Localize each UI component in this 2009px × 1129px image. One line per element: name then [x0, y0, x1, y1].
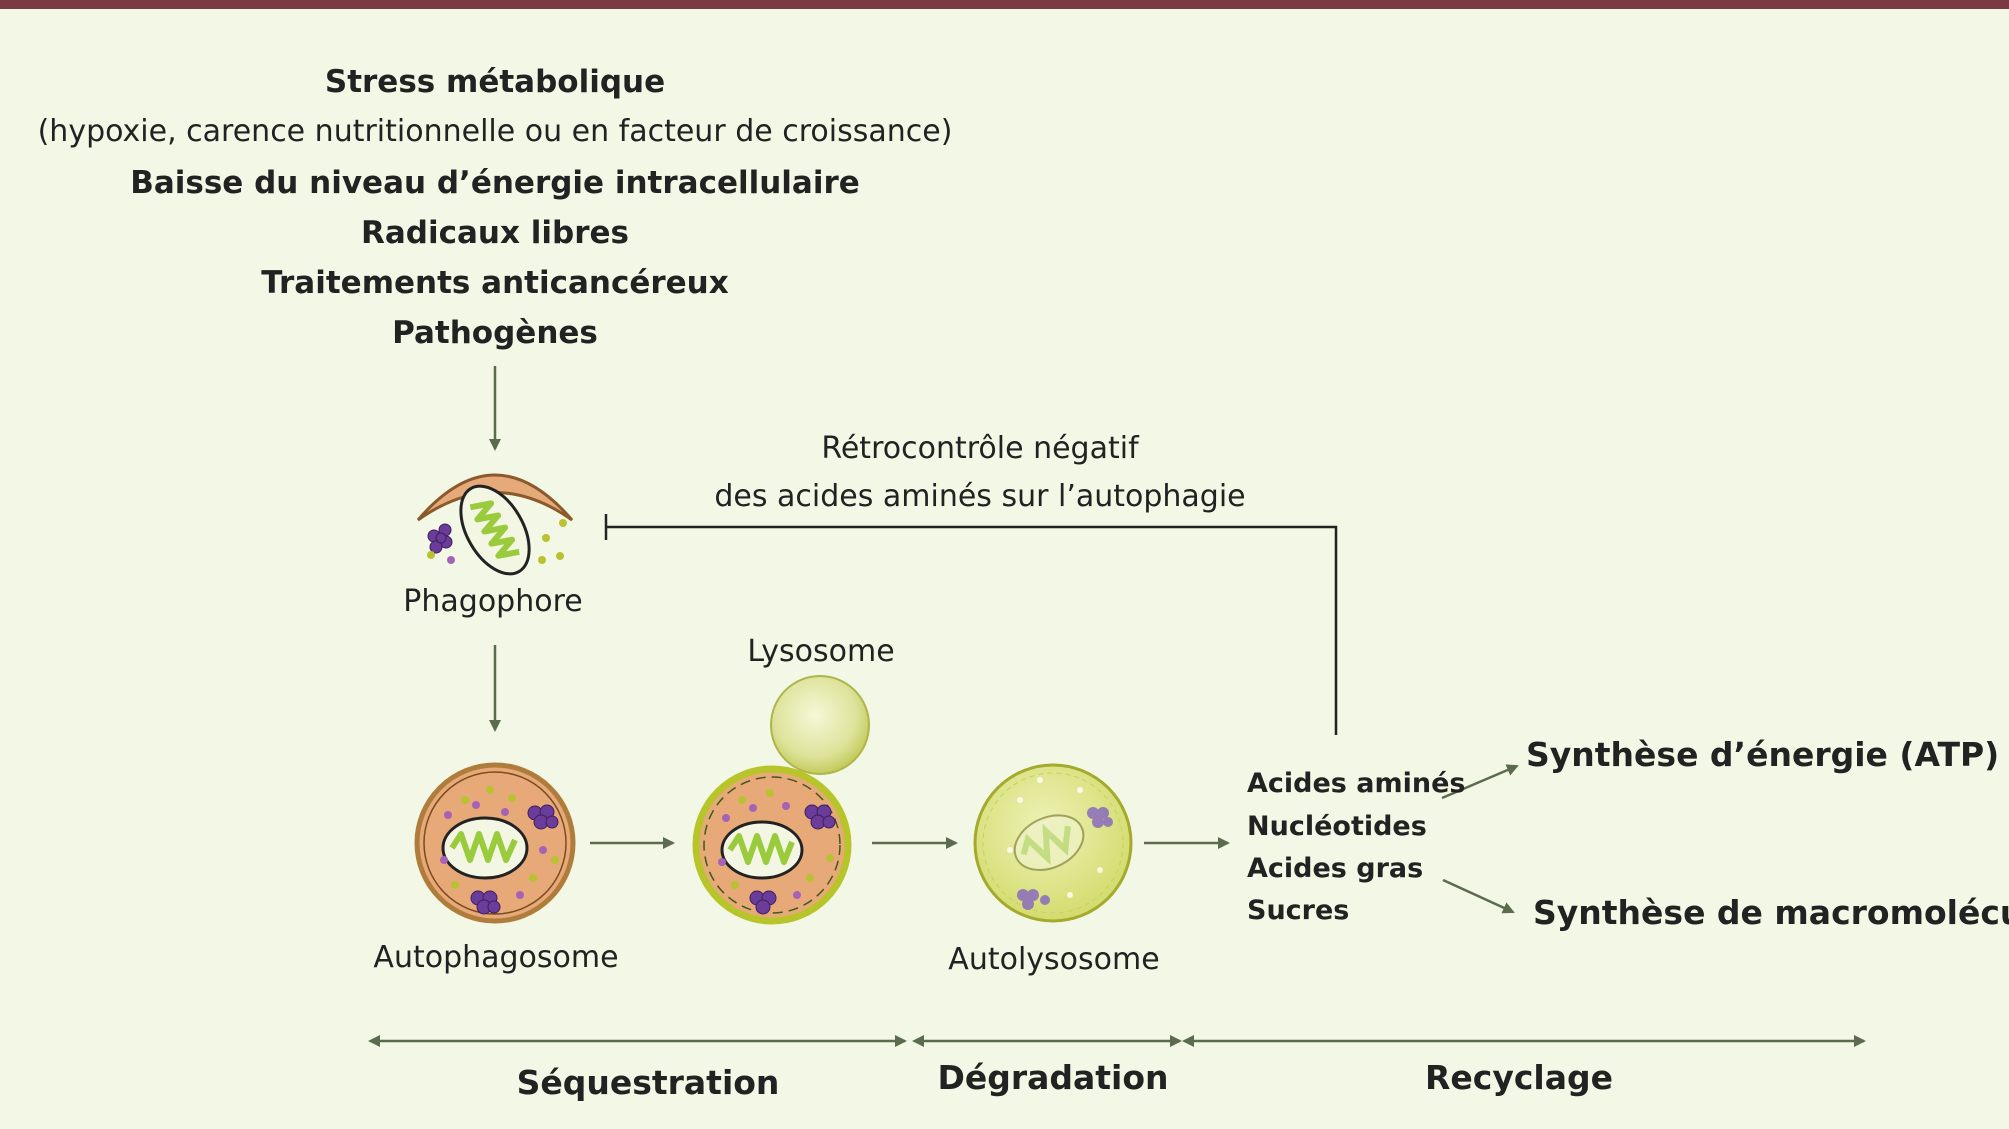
- phagophore-illustration: [416, 473, 574, 576]
- arrow-products-to-energy: [1441, 764, 1519, 800]
- outcome-energy: Synthèse d’énergie (ATP): [1526, 735, 2000, 774]
- phase-label-sequestration: Séquestration: [516, 1063, 780, 1102]
- outcome-macromolecules: Synthèse de macromolécules: [1533, 893, 2009, 932]
- product-acides-amines: Acides aminés: [1247, 768, 1466, 799]
- product-nucleotides: Nucléotides: [1247, 811, 1427, 842]
- cause-radicaux-libres: Radicaux libres: [361, 215, 629, 251]
- label-autophagosome: Autophagosome: [373, 940, 619, 975]
- autolysosome-illustration: [973, 763, 1133, 923]
- feedback-label-line2: des acides aminés sur l’autophagie: [714, 479, 1246, 514]
- product-sucres: Sucres: [1247, 895, 1350, 926]
- lysosome-fusion-illustration: [692, 675, 870, 925]
- cause-baisse-energie: Baisse du niveau d’énergie intracellulai…: [130, 165, 860, 201]
- phase-label-degradation: Dégradation: [937, 1058, 1169, 1097]
- label-phagophore: Phagophore: [403, 584, 583, 619]
- arrow-products-to-macro: [1442, 878, 1515, 914]
- product-acides-gras: Acides gras: [1247, 853, 1424, 884]
- cause-pathogenes: Pathogènes: [392, 315, 598, 351]
- cause-traitements: Traitements anticancéreux: [261, 265, 729, 301]
- cause-stress-metabolique: Stress métabolique: [324, 64, 666, 100]
- feedback-inhibition-line: [606, 525, 1338, 735]
- label-lysosome: Lysosome: [747, 634, 895, 669]
- autophagosome-illustration: [414, 762, 576, 924]
- phase-label-recycling: Recyclage: [1424, 1058, 1614, 1097]
- feedback-label-line1: Rétrocontrôle négatif: [821, 431, 1139, 466]
- cause-stress-detail: (hypoxie, carence nutritionnelle ou en f…: [37, 114, 953, 149]
- top-accent-bar: [0, 0, 2009, 9]
- label-autolysosome: Autolysosome: [948, 942, 1160, 977]
